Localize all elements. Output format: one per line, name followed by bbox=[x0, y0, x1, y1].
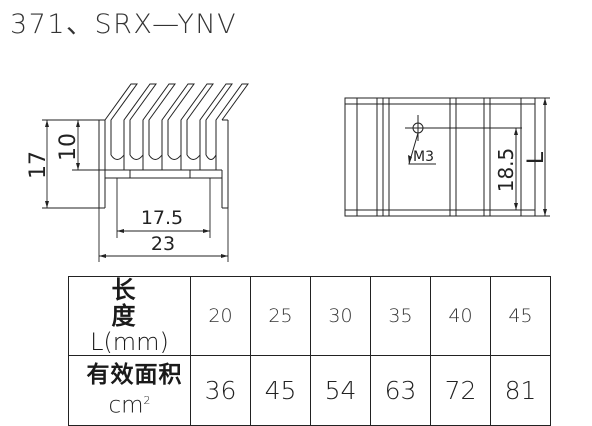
dimension-lines bbox=[42, 119, 229, 262]
length-header-unit: L(mm) bbox=[90, 328, 169, 356]
length-cell: 35 bbox=[370, 276, 431, 356]
spec-table: 长 度 L(mm) 20 25 30 35 40 45 有效面积 cm2 36 … bbox=[68, 276, 551, 426]
length-cell: 40 bbox=[430, 276, 491, 356]
area-unit-sup: 2 bbox=[143, 394, 151, 408]
area-header-unit: cm2 bbox=[69, 388, 190, 419]
length-cell: 45 bbox=[490, 276, 551, 356]
area-cell: 45 bbox=[250, 355, 311, 426]
area-header-cn: 有效面积 bbox=[86, 362, 183, 389]
length-header: 长 度 L(mm) bbox=[68, 276, 191, 356]
heatsink-drawing: 17 10 17.5 23 M3 18.5 bbox=[26, 83, 550, 262]
hole-label: M3 bbox=[413, 149, 434, 165]
dim-total-width: 23 bbox=[151, 233, 175, 255]
area-unit: cm bbox=[108, 392, 144, 419]
length-cell: 25 bbox=[250, 276, 311, 356]
dim-height-total: 17 bbox=[26, 151, 51, 179]
area-cell: 36 bbox=[190, 355, 251, 426]
profile-outline bbox=[98, 83, 249, 209]
table-row-area: 有效面积 cm2 36 45 54 63 72 81 bbox=[68, 355, 551, 426]
area-cell: 54 bbox=[310, 355, 371, 426]
dim-inner-width: 17.5 bbox=[141, 207, 183, 229]
area-cell: 81 bbox=[490, 355, 551, 426]
dim-hole-offset: 18.5 bbox=[494, 148, 518, 193]
page-title: 371、SRX—YNV bbox=[10, 9, 238, 40]
dim-length: L bbox=[524, 151, 549, 164]
area-header: 有效面积 cm2 bbox=[68, 355, 191, 426]
length-header-cn: 长 度 bbox=[111, 276, 158, 330]
table-row-length: 长 度 L(mm) 20 25 30 35 40 45 bbox=[68, 276, 551, 356]
area-cell: 63 bbox=[370, 355, 431, 426]
length-cell: 30 bbox=[310, 276, 371, 356]
dim-height-fin: 10 bbox=[56, 133, 81, 161]
area-cell: 72 bbox=[430, 355, 491, 426]
length-cell: 20 bbox=[190, 276, 251, 356]
side-view bbox=[344, 97, 550, 217]
